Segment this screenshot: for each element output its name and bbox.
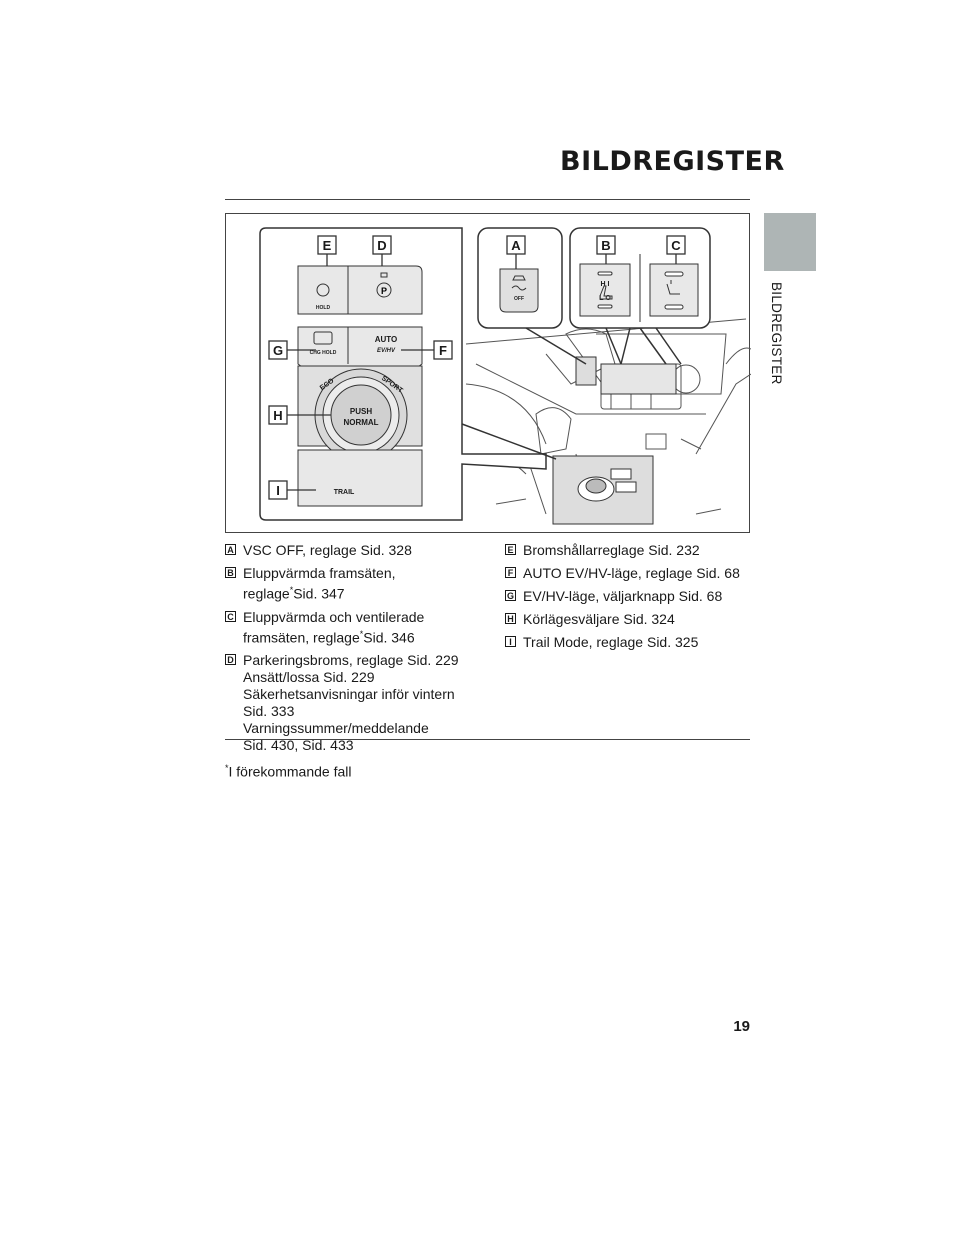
console-illustration: P: [225, 213, 752, 533]
legend-item-a: A VSC OFF, reglage Sid. 328: [225, 542, 465, 559]
ev-icon: [313, 331, 333, 345]
callout-f: F: [439, 343, 447, 358]
header-rule: [225, 199, 750, 200]
chapter-tab[interactable]: [764, 213, 816, 271]
callouts: [268, 235, 686, 500]
pointer-lines: [525, 327, 682, 365]
legend-item-i: I Trail Mode, reglage Sid. 325: [505, 634, 750, 651]
ev-hv-text: EV/HV: [377, 348, 396, 354]
legend-item-b: B Eluppvärmda framsäten, reglage*Sid. 34…: [225, 565, 465, 603]
auto-text: AUTO: [375, 335, 398, 344]
callout-i: I: [276, 483, 280, 498]
legend-item-f: F AUTO EV/HV-läge, reglage Sid. 68: [505, 565, 750, 582]
normal-text: NORMAL: [343, 418, 378, 427]
chapter-tab-label-wrap: BILDREGISTER: [769, 282, 790, 392]
chg-hold-text: CHG HOLD: [310, 350, 337, 356]
legend-item-e: E Bromshållarreglage Sid. 232: [505, 542, 750, 559]
callout-b: B: [601, 238, 610, 253]
legend-item-d: D Parkeringsbroms, reglage Sid. 229 Ansä…: [225, 652, 465, 754]
seat-icon: [599, 280, 680, 300]
page-number: 19: [733, 1018, 750, 1035]
callout-a: A: [511, 238, 521, 253]
footnote-star: *: [225, 763, 229, 773]
legend-item-h: H Körlägesväljare Sid. 324: [505, 611, 750, 628]
chapter-tab-label: BILDREGISTER: [769, 282, 784, 385]
footnote: *I förekommande fall: [225, 763, 351, 780]
legend-item-c: C Eluppvärmda och ventilerade framsäten,…: [225, 609, 465, 647]
section-rule: [225, 739, 750, 740]
illustration-svg: P: [259, 227, 752, 525]
hold-button-icon: [316, 283, 330, 297]
legend-item-g: G EV/HV-läge, väljarknapp Sid. 68: [505, 588, 723, 604]
hold-pbrake-panel: [297, 265, 423, 315]
highlight-seat: [600, 363, 677, 395]
legend-right: E Bromshållarreglage Sid. 232 F AUTO EV/…: [505, 542, 750, 657]
hi-text: H I: [601, 281, 610, 288]
trail-text: TRAIL: [334, 489, 355, 496]
highlight-vsc: [575, 356, 597, 386]
parking-brake-icon: [376, 282, 392, 298]
trail-panel: [297, 449, 423, 507]
page-title: BILDREGISTER: [560, 146, 785, 177]
lower-switch-sketch: [577, 468, 637, 502]
footnote-text: I förekommande fall: [228, 763, 352, 780]
callout-d: D: [377, 238, 386, 253]
callout-g: G: [273, 343, 283, 358]
svg-text:P: P: [381, 286, 387, 296]
legend-left: A VSC OFF, reglage Sid. 328 B Eluppvärmd…: [225, 542, 465, 760]
vsc-off-button: [499, 268, 539, 313]
callout-c: C: [671, 238, 681, 253]
callout-e: E: [323, 238, 332, 253]
vsc-off-text: OFF: [514, 296, 524, 302]
callout-h: H: [273, 408, 282, 423]
push-text: PUSH: [350, 407, 372, 416]
vsc-icon: [511, 275, 527, 291]
hold-text: HOLD: [316, 305, 331, 311]
